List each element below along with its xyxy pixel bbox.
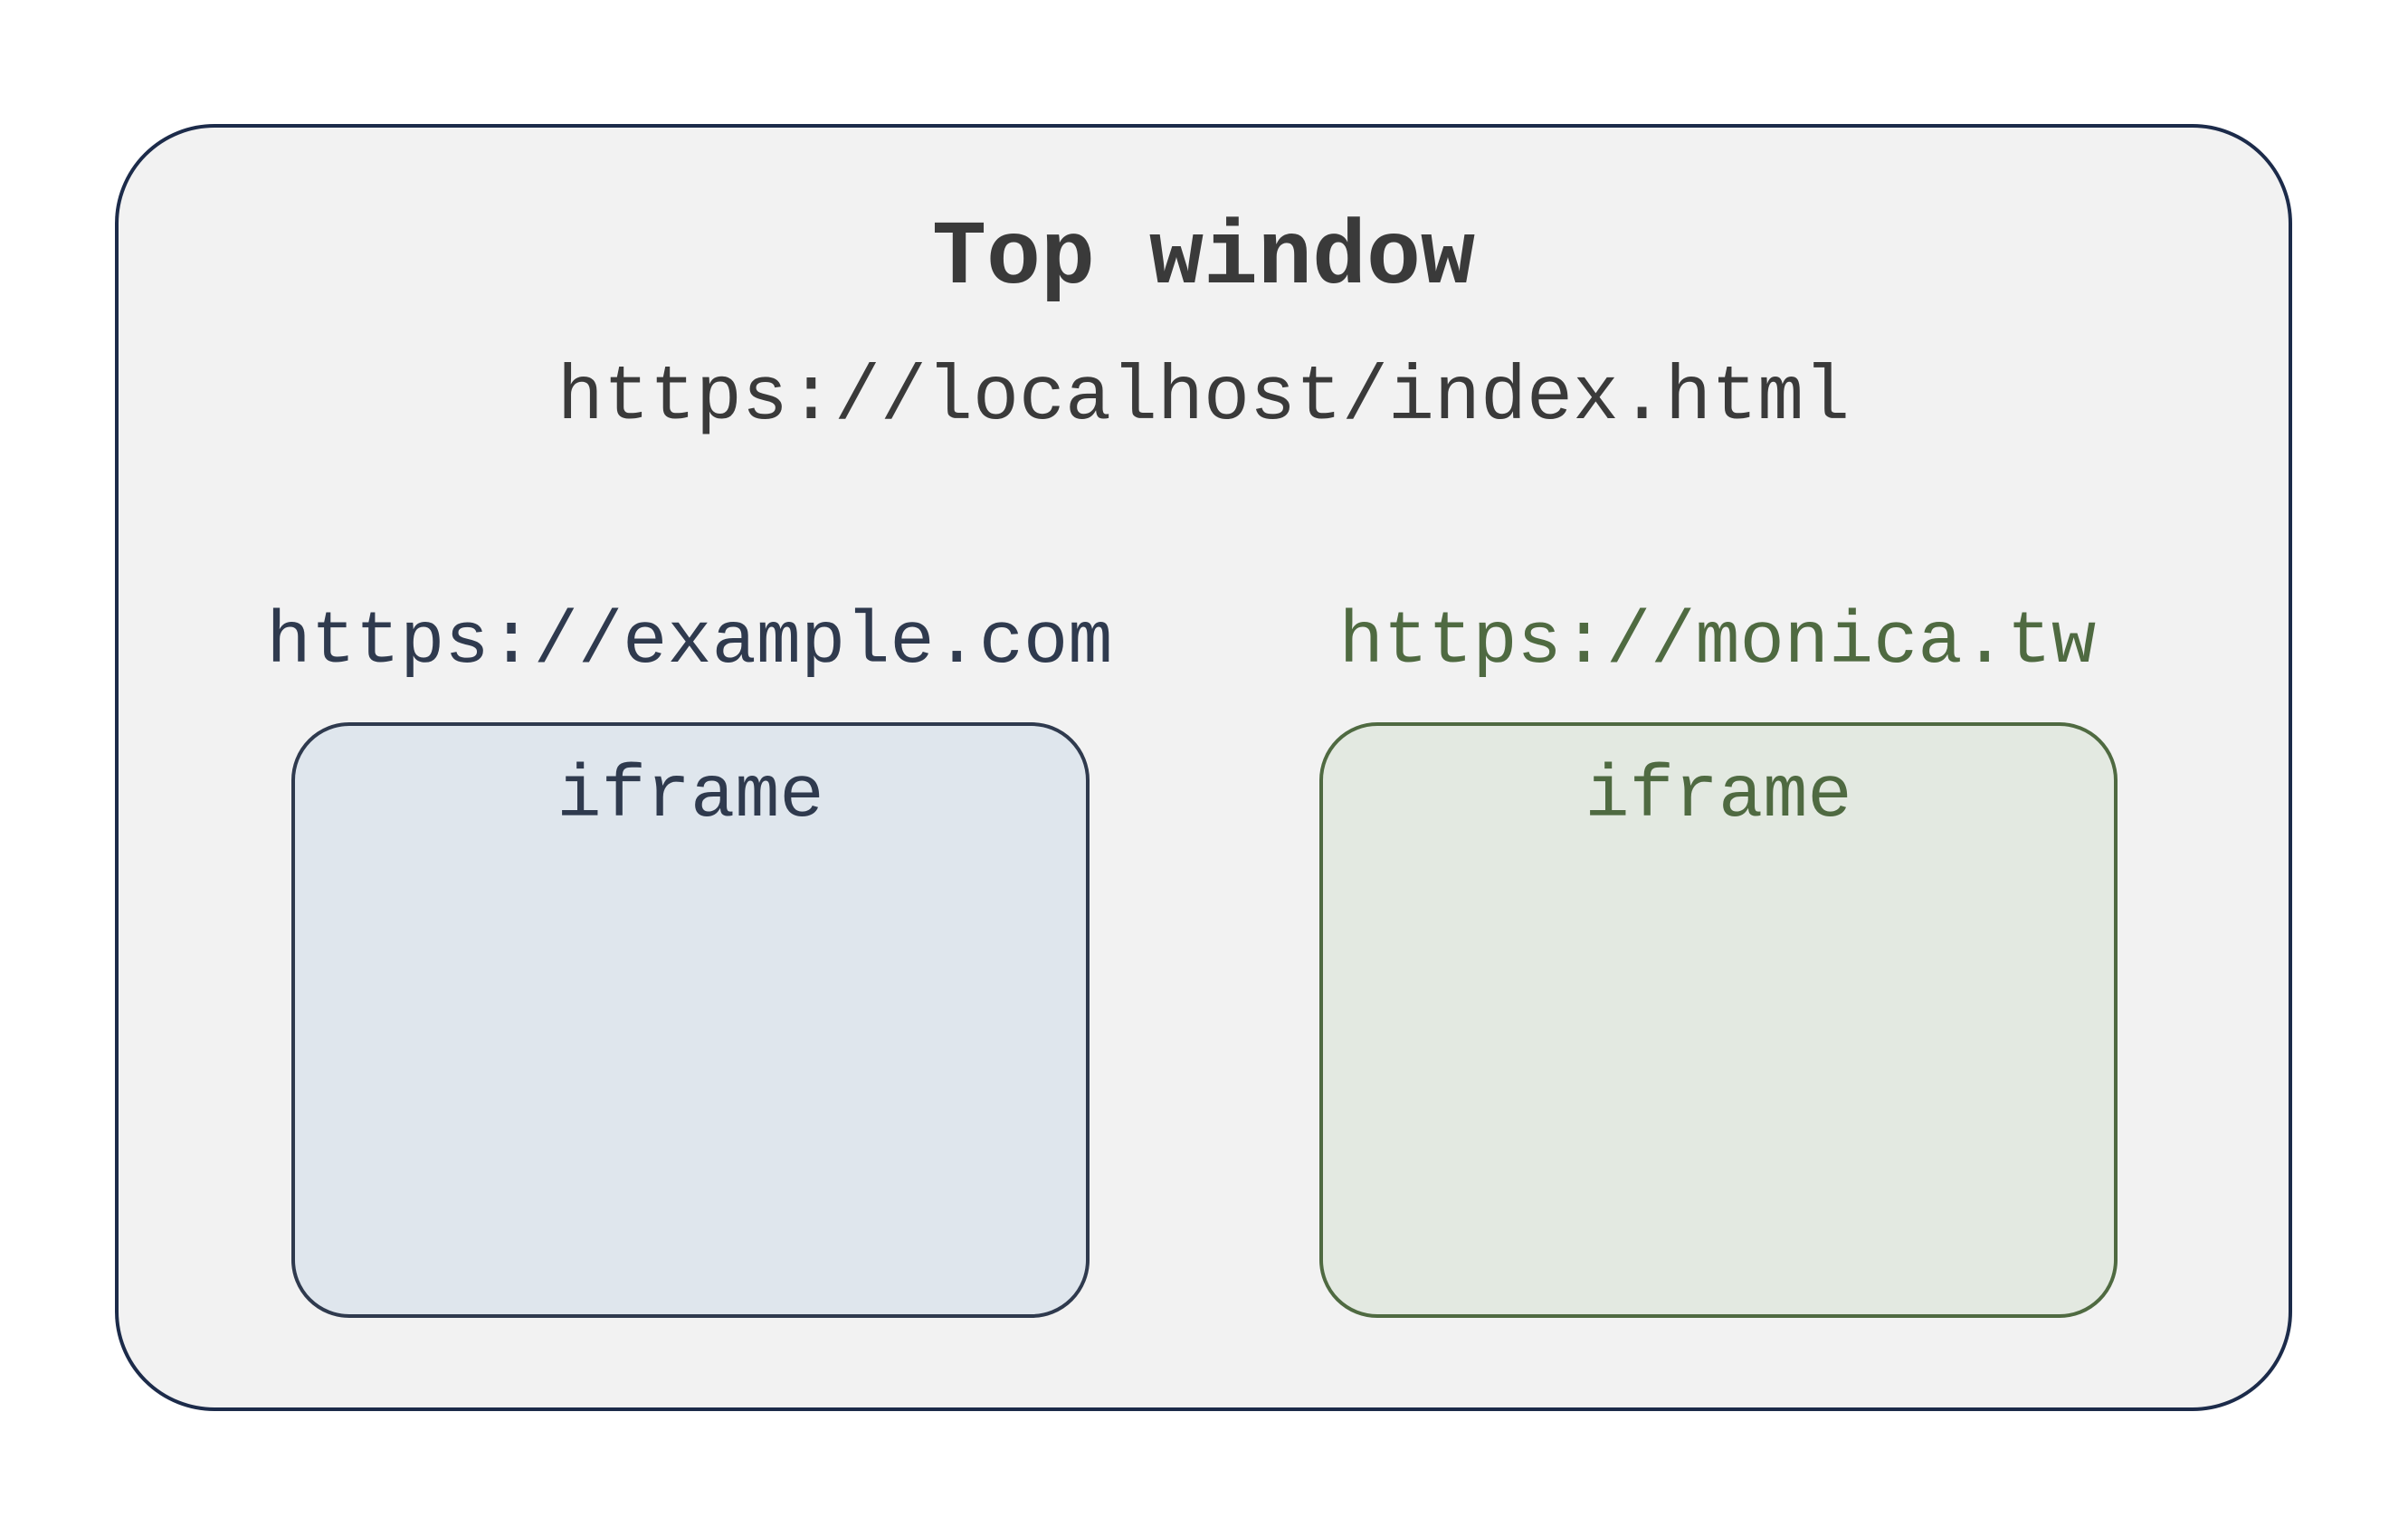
- iframe-right-origin: https://monica.tw: [1338, 600, 2097, 684]
- top-window-title: Top window: [931, 208, 1476, 310]
- iframe-left-label: iframe: [557, 754, 824, 838]
- iframe-right-box: [1319, 722, 2118, 1318]
- iframe-left-box: [291, 722, 1090, 1318]
- top-window-url: https://localhost/index.html: [557, 354, 1851, 442]
- iframe-left-origin: https://example.com: [266, 600, 1113, 684]
- iframe-right-label: iframe: [1585, 754, 1852, 838]
